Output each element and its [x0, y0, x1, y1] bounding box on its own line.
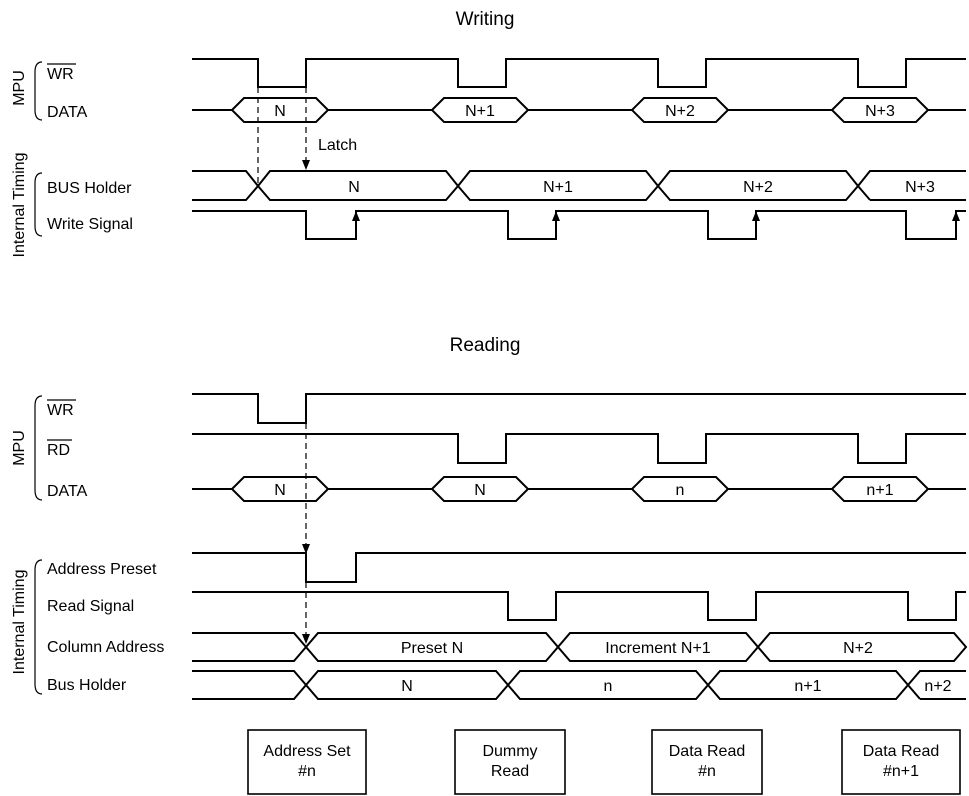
- writing-bus-holder-value: N+3: [905, 179, 935, 196]
- reading-bus-holder-value: n+1: [794, 678, 821, 695]
- writing-bus-holder-waveform: [192, 170, 966, 201]
- reading-mpu-group-label: MPU: [11, 430, 28, 466]
- phase-box-line1: Data Read: [863, 743, 940, 760]
- reading-data-segment: [430, 476, 530, 502]
- phase-box-line1: Address Set: [263, 743, 351, 760]
- writing-data-value: N+2: [665, 103, 695, 120]
- phase-box-line2: #n: [298, 763, 316, 780]
- reading-bus-holder-waveform: [192, 670, 966, 700]
- writing-data-value: N+1: [465, 103, 495, 120]
- reading-data-segment: [830, 476, 930, 502]
- reading-wr-label: WR: [47, 402, 74, 419]
- writing-mpu-bracket: [34, 61, 43, 121]
- writing-bus-holder-value: N+1: [543, 179, 573, 196]
- reading-data-segment: [230, 476, 330, 502]
- phase-box-dummy-read: [454, 729, 566, 795]
- phase-box-data-read-n: [651, 729, 763, 795]
- phase-box-line2: #n: [698, 763, 716, 780]
- reading-internal-bracket: [34, 559, 43, 695]
- reading-column-address-value: N+2: [843, 640, 873, 657]
- reading-column-address-arrowhead: [302, 634, 310, 644]
- reading-title: Reading: [450, 335, 521, 356]
- writing-write-signal-label: Write Signal: [47, 216, 133, 233]
- reading-mpu-bracket: [34, 395, 43, 501]
- reading-rd-waveform: [192, 433, 966, 464]
- writing-latch-label: Latch: [318, 137, 357, 154]
- phase-box-line1: Dummy: [482, 743, 537, 760]
- writing-data-segment: [230, 97, 330, 123]
- phase-box-address-set: [247, 729, 367, 795]
- reading-data-value: n: [676, 482, 685, 499]
- reading-column-address-waveform: [192, 632, 968, 662]
- reading-data-value: n+1: [866, 482, 893, 499]
- writing-internal-bracket: [34, 172, 43, 237]
- writing-data-label: DATA: [47, 104, 88, 121]
- reading-data-value: N: [274, 482, 286, 499]
- reading-bus-holder-label: Bus Holder: [47, 677, 127, 694]
- reading-bus-holder-value: n: [604, 678, 613, 695]
- reading-bus-holder-value: n+2: [924, 678, 951, 695]
- writing-write-signal-arrow: [552, 211, 560, 221]
- writing-data-segment: [830, 97, 930, 123]
- writing-title: Writing: [456, 9, 515, 30]
- reading-column-address-value: Increment N+1: [605, 640, 710, 657]
- reading-wr-waveform: [192, 393, 966, 424]
- phase-box-line2: #n+1: [883, 763, 919, 780]
- writing-data-value: N+3: [865, 103, 895, 120]
- reading-column-address-label: Column Address: [47, 639, 164, 656]
- reading-read-signal-waveform: [192, 591, 966, 621]
- writing-write-signal-arrow: [752, 211, 760, 221]
- reading-address-preset-arrowhead: [302, 544, 310, 554]
- phase-box-data-read-n1: [841, 729, 961, 795]
- phase-box-line1: Data Read: [669, 743, 746, 760]
- writing-wr-waveform: [192, 58, 966, 88]
- reading-data-label: DATA: [47, 483, 88, 500]
- phase-box-line2: Read: [491, 763, 529, 780]
- writing-internal-group-label: Internal Timing: [11, 153, 28, 258]
- writing-write-signal-arrow: [952, 211, 960, 221]
- writing-bus-holder-value: N+2: [743, 179, 773, 196]
- writing-bus-holder-value: N: [348, 179, 360, 196]
- reading-read-signal-label: Read Signal: [47, 598, 134, 615]
- writing-data-segment: [630, 97, 730, 123]
- writing-mpu-group-label: MPU: [11, 70, 28, 106]
- writing-data-segment: [430, 97, 530, 123]
- reading-bus-holder-value: N: [401, 678, 413, 695]
- writing-latch-arrowhead: [302, 160, 310, 170]
- writing-write-signal-arrow: [352, 211, 360, 221]
- writing-data-value: N: [274, 103, 286, 120]
- reading-data-value: N: [474, 482, 486, 499]
- reading-column-address-value: Preset N: [401, 640, 463, 657]
- reading-address-preset-label: Address Preset: [47, 561, 157, 578]
- writing-write-signal-waveform: [192, 210, 966, 240]
- writing-bus-holder-label: BUS Holder: [47, 180, 132, 197]
- reading-internal-group-label: Internal Timing: [11, 570, 28, 675]
- reading-rd-label: RD: [47, 442, 70, 459]
- reading-address-preset-waveform: [192, 552, 966, 583]
- writing-wr-label: WR: [47, 66, 74, 83]
- reading-data-segment: [630, 476, 730, 502]
